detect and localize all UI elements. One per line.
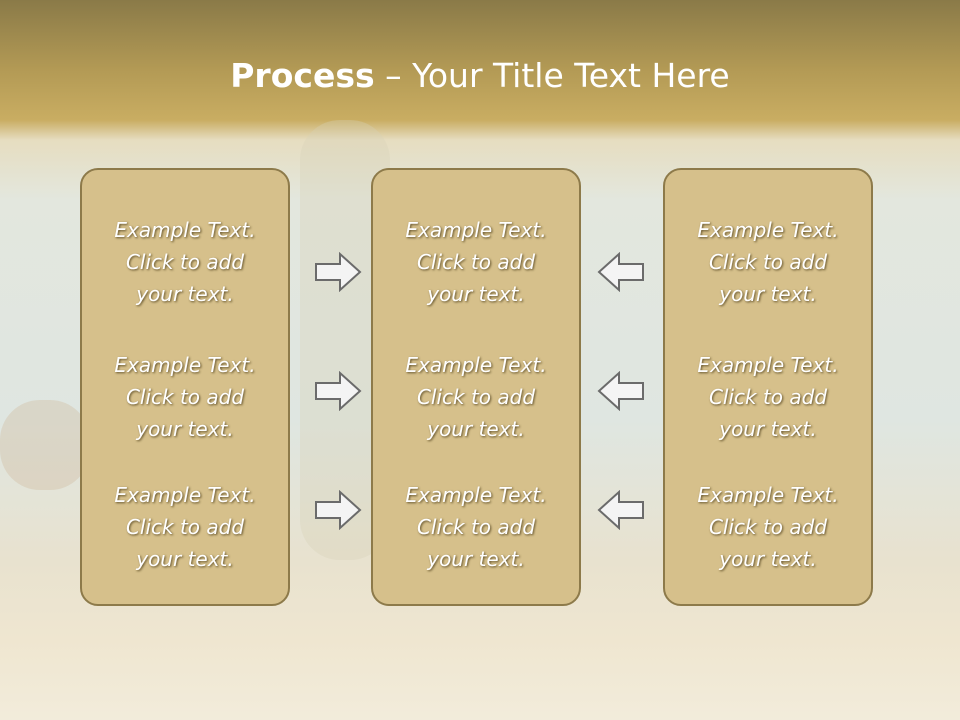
text-placeholder[interactable]: Example Text. Click to add your text. [82,479,288,575]
text-line: your text. [719,282,817,306]
arrow-right-icon [315,252,362,292]
process-panel-left[interactable]: Example Text. Click to add your text. Ex… [80,168,290,606]
text-line: Click to add [125,250,245,274]
text-line: Click to add [416,250,536,274]
text-line: Click to add [125,385,245,409]
text-line: your text. [427,417,525,441]
text-line: your text. [136,417,234,441]
text-line: Click to add [125,515,245,539]
process-panel-right[interactable]: Example Text. Click to add your text. Ex… [663,168,873,606]
text-line: Click to add [416,515,536,539]
text-placeholder[interactable]: Example Text. Click to add your text. [665,349,871,445]
arrow-right-icon [315,371,362,411]
text-placeholder[interactable]: Example Text. Click to add your text. [373,479,579,575]
arrow-right-icon [315,490,362,530]
text-line: Example Text. [405,218,547,242]
text-line: your text. [136,282,234,306]
text-line: Example Text. [697,353,839,377]
text-line: your text. [427,547,525,571]
text-line: Click to add [708,250,828,274]
text-line: Example Text. [405,483,547,507]
title-strong: Process [230,56,375,95]
text-line: Example Text. [114,483,256,507]
text-placeholder[interactable]: Example Text. Click to add your text. [665,479,871,575]
text-line: Example Text. [697,483,839,507]
text-placeholder[interactable]: Example Text. Click to add your text. [373,214,579,310]
title-rest: – Your Title Text Here [374,56,730,95]
text-line: your text. [719,417,817,441]
text-placeholder[interactable]: Example Text. Click to add your text. [665,214,871,310]
text-placeholder[interactable]: Example Text. Click to add your text. [82,214,288,310]
process-panel-center[interactable]: Example Text. Click to add your text. Ex… [371,168,581,606]
text-line: Click to add [708,515,828,539]
arrow-left-icon [597,490,644,530]
text-line: Click to add [708,385,828,409]
text-placeholder[interactable]: Example Text. Click to add your text. [373,349,579,445]
text-line: Click to add [416,385,536,409]
text-line: Example Text. [697,218,839,242]
text-line: your text. [719,547,817,571]
arrow-left-icon [597,252,644,292]
arrow-left-icon [597,371,644,411]
background-photo-child [0,400,90,490]
text-placeholder[interactable]: Example Text. Click to add your text. [82,349,288,445]
text-line: Example Text. [114,218,256,242]
text-line: your text. [136,547,234,571]
text-line: Example Text. [114,353,256,377]
slide-title[interactable]: Process – Your Title Text Here [0,52,960,100]
text-line: your text. [427,282,525,306]
text-line: Example Text. [405,353,547,377]
